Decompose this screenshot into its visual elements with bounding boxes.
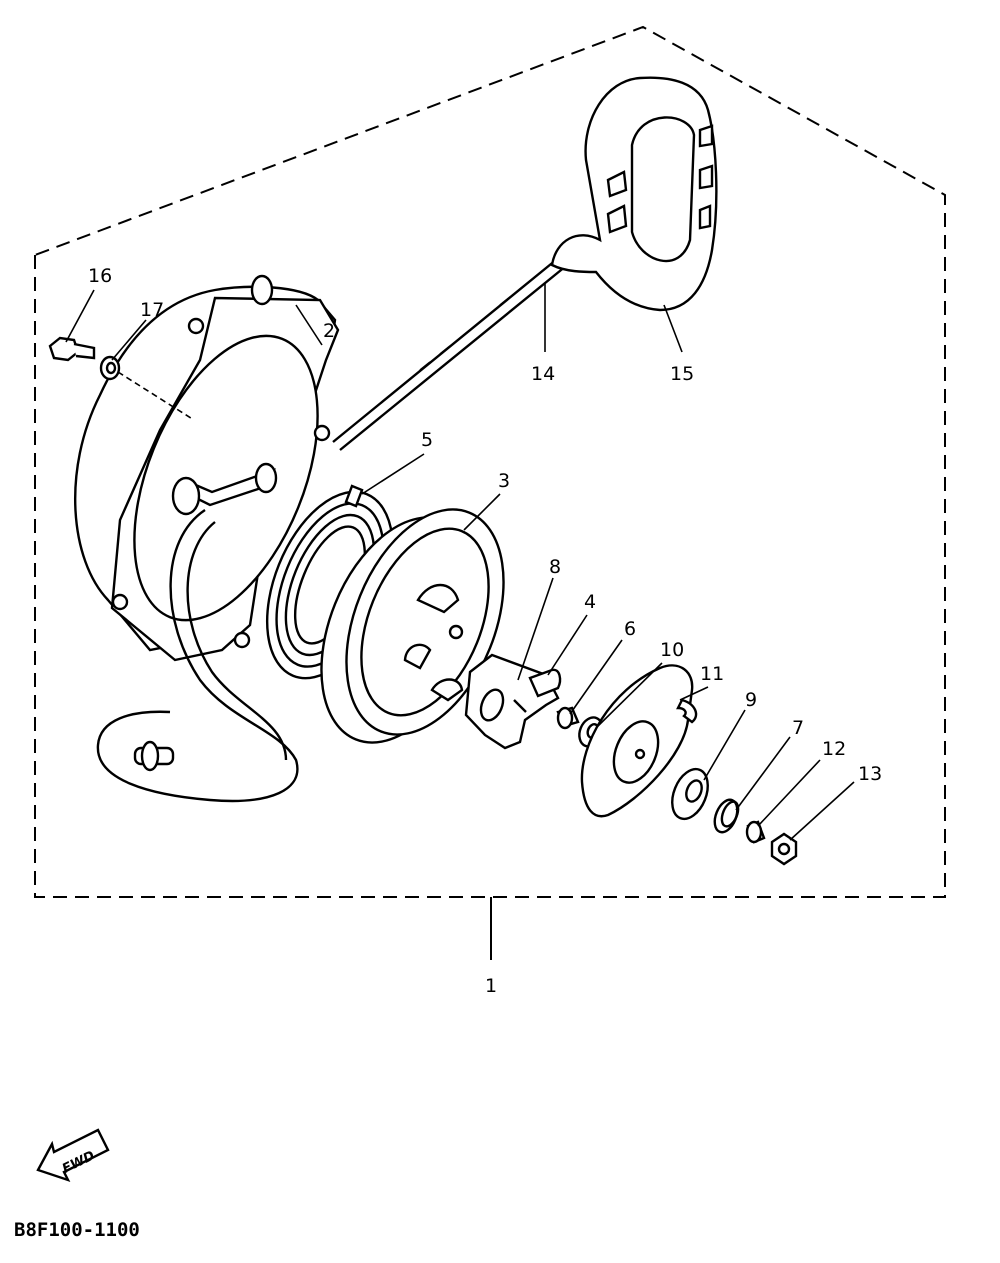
leader-15 bbox=[663, 304, 683, 353]
callout-17: 17 bbox=[140, 299, 164, 321]
callout-13: 13 bbox=[858, 763, 882, 785]
part-13-nut bbox=[770, 832, 798, 866]
callout-1: 1 bbox=[485, 975, 497, 997]
callout-14: 14 bbox=[531, 363, 555, 385]
leader-8 bbox=[517, 577, 554, 681]
leader-11 bbox=[679, 686, 709, 701]
callout-15: 15 bbox=[670, 363, 694, 385]
callout-16: 16 bbox=[88, 265, 112, 287]
callout-12: 12 bbox=[822, 738, 846, 760]
leader-7 bbox=[735, 736, 791, 811]
leader-4 bbox=[547, 614, 588, 676]
callout-4: 4 bbox=[584, 591, 596, 613]
leader-3 bbox=[463, 493, 501, 531]
callout-7: 7 bbox=[792, 717, 804, 739]
callout-9: 9 bbox=[745, 689, 757, 711]
leader-10 bbox=[597, 662, 663, 727]
part-14-rope bbox=[332, 254, 567, 451]
leader-9 bbox=[703, 709, 746, 781]
callout-8: 8 bbox=[549, 556, 561, 578]
callout-10: 10 bbox=[660, 639, 684, 661]
callout-5: 5 bbox=[421, 429, 433, 451]
assembly-boundary bbox=[34, 25, 946, 898]
diagram-code: B8F100-1100 bbox=[14, 1219, 140, 1241]
part-15-handle bbox=[550, 76, 718, 312]
rope-end-fitting bbox=[133, 740, 175, 772]
part-12-washer bbox=[745, 820, 766, 844]
part-9-bushing bbox=[671, 767, 709, 821]
part-16-bolt bbox=[48, 336, 96, 362]
callout-6: 6 bbox=[624, 618, 636, 640]
leader-2 bbox=[295, 304, 323, 346]
callout-2: 2 bbox=[323, 320, 335, 342]
part-3-pulley bbox=[320, 508, 505, 744]
leader-5 bbox=[361, 453, 425, 495]
fwd-arrow-icon: FWD bbox=[36, 1128, 110, 1183]
leader-17 bbox=[111, 319, 147, 361]
part-11-plate bbox=[580, 664, 698, 818]
starter-rope bbox=[96, 509, 299, 803]
part-6-spring bbox=[556, 706, 580, 730]
callout-3: 3 bbox=[498, 470, 510, 492]
leader-13 bbox=[789, 781, 855, 841]
part-17-washer bbox=[99, 355, 121, 381]
leader-12 bbox=[757, 759, 821, 827]
part-7-washer bbox=[713, 798, 740, 834]
leader-16 bbox=[65, 289, 95, 343]
part-4-pawl bbox=[464, 653, 562, 750]
part-2-housing bbox=[73, 274, 340, 662]
mount-line bbox=[117, 371, 195, 421]
callout-11: 11 bbox=[700, 663, 724, 685]
leader-6 bbox=[569, 639, 623, 715]
